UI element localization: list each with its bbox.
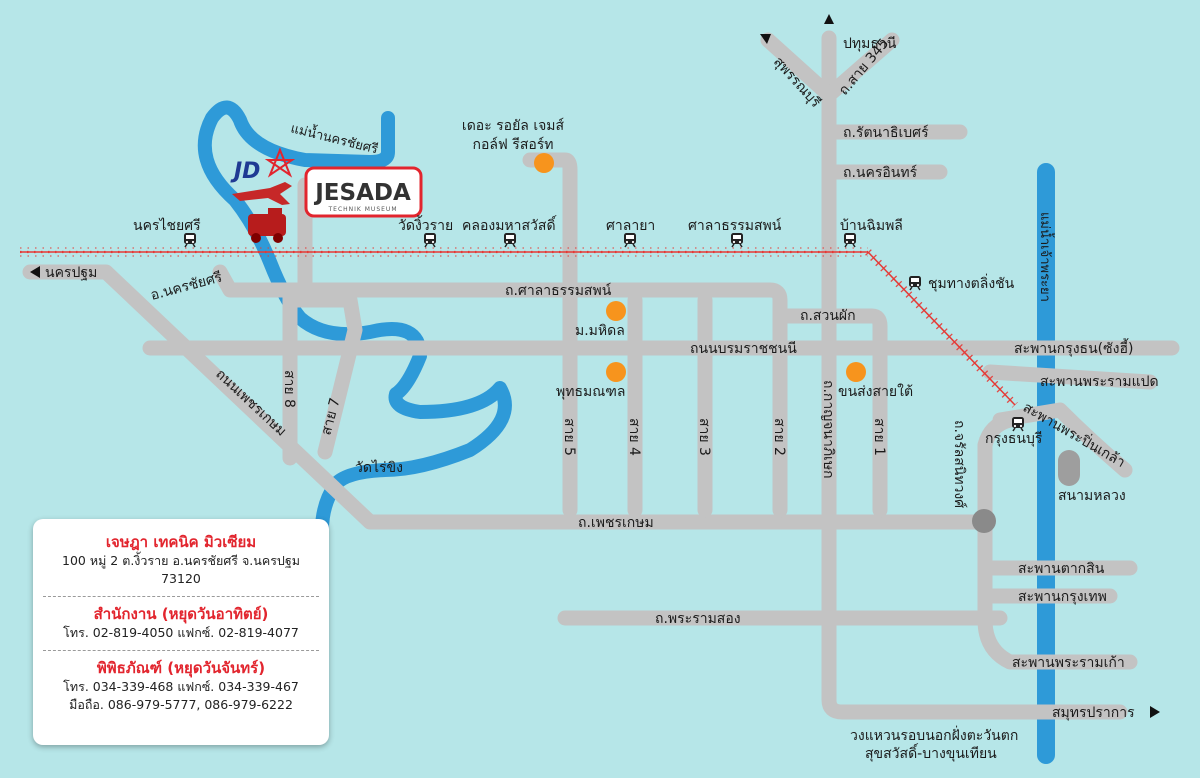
label-road-phetkasem-diag: ถนนเพชรเกษม bbox=[212, 366, 289, 439]
museum-title: พิพิธภัณฑ์ (หยุดวันจันทร์) bbox=[96, 659, 266, 677]
label-soi-2: สาย 2 bbox=[771, 418, 787, 456]
museum-mobile: มือถือ. 086-979-5777, 086-979-6222 bbox=[69, 697, 293, 712]
office-info-section: สำนักงาน (หยุดวันอาทิตย์) โทร. 02-819-40… bbox=[43, 596, 319, 650]
label-soi-5: สาย 5 bbox=[561, 418, 577, 456]
museum-info-section: เจษฎา เทคนิค มิวเซียม 100 หมู่ 2 ต.งิ้วร… bbox=[43, 529, 319, 596]
label-southern-bus: ขนส่งสายใต้ bbox=[838, 383, 913, 400]
label-mahidol: ม.มหิดล bbox=[575, 323, 625, 339]
jd-logo: JD bbox=[230, 147, 296, 184]
label-sanam-luang: สนามหลวง bbox=[1058, 488, 1126, 504]
label-royal-gems-2: กอล์ฟ รีสอร์ท bbox=[472, 136, 553, 153]
label-wat-rai-khing: วัดไร่ขิง bbox=[355, 459, 403, 476]
label-soi-8: สาย 8 bbox=[281, 370, 297, 408]
label-nakhon-in: ถ.นครอินทร์ bbox=[843, 164, 918, 181]
label-khlong-maha-sawat: คลองมหาสวัสดิ์ bbox=[462, 215, 557, 234]
sanam-luang-marker bbox=[1058, 450, 1080, 486]
arrow-left-icon bbox=[30, 266, 40, 278]
label-rama2: ถ.พระรามสอง bbox=[655, 611, 741, 627]
label-kanchanaphisek: ถ.กาญจนาภิเษก bbox=[820, 380, 836, 479]
jd-logo-text: JD bbox=[230, 159, 260, 184]
label-nakhon-pathom: นครปฐม bbox=[45, 265, 97, 281]
label-outer-ring: วงแหวนรอบนอกฝั่งตะวันตก bbox=[850, 726, 1018, 744]
label-pathum-thani: ปทุมธานี bbox=[843, 36, 897, 52]
train-icon bbox=[623, 232, 637, 248]
label-borommaratchachonnani: ถนนบรมราชชนนี bbox=[690, 341, 797, 357]
railway-line bbox=[20, 247, 1018, 408]
label-rama8-bridge: สะพานพระรามแปด bbox=[1040, 374, 1159, 390]
label-wat-ngio-rai: วัดงิ้วราย bbox=[398, 215, 453, 234]
label-soi-4: สาย 4 bbox=[626, 418, 642, 456]
museum-phone: โทร. 034-339-468 แฟกซ์. 034-339-467 bbox=[63, 679, 299, 694]
jesada-logo-subtext: TECHNIK MUSEUM bbox=[328, 206, 398, 213]
label-charan: ถ.จรัลสนิทวงศ์ bbox=[951, 420, 968, 508]
label-nakhon-chai-si: นครไชยศรี bbox=[133, 217, 201, 234]
label-soi-3: สาย 3 bbox=[696, 418, 712, 456]
label-thonburi: กรุงธนบุรี bbox=[985, 431, 1043, 447]
label-taksin-bridge: สะพานตากสิน bbox=[1018, 561, 1105, 577]
label-samut-prakan: สมุทรปราการ bbox=[1052, 705, 1135, 721]
label-road-sala-thammasop: ถ.ศาลาธรรมสพน์ bbox=[505, 282, 612, 299]
train-icon bbox=[183, 232, 197, 248]
label-river-nakhon-chai-si: แม่น้ำนครชัยศรี bbox=[289, 118, 380, 157]
label-krungthon-bridge: สะพานกรุงธน(ซังฮี้) bbox=[1014, 338, 1133, 357]
train-icon bbox=[843, 232, 857, 248]
label-royal-gems: เดอะ รอยัล เจมส์ bbox=[462, 117, 565, 134]
label-suan-phak: ถ.สวนผัก bbox=[800, 308, 856, 324]
label-amphoe-nakhon-chai-si: อ.นครชัยศรี bbox=[149, 269, 225, 304]
label-phetkasem: ถ.เพชรเกษม bbox=[578, 515, 654, 531]
museum-contact-section: พิพิธภัณฑ์ (หยุดวันจันทร์) โทร. 034-339-… bbox=[43, 650, 319, 722]
locomotive-icon bbox=[248, 208, 286, 243]
contact-info-panel: เจษฎา เทคนิค มิวเซียม 100 หมู่ 2 ต.งิ้วร… bbox=[33, 519, 329, 745]
road-network bbox=[22, 30, 1180, 720]
southern-bus-marker bbox=[846, 362, 866, 382]
arrow-upleft-icon bbox=[760, 34, 771, 44]
label-river-chao-phraya: แม่น้ำเจ้าพระยา bbox=[1037, 212, 1055, 302]
museum-name: เจษฎา เทคนิค มิวเซียม bbox=[105, 533, 257, 551]
label-rattanathibet: ถ.รัตนาธิเบศร์ bbox=[843, 124, 929, 141]
royal-gems-marker bbox=[534, 153, 554, 173]
jesada-logo: JESADA TECHNIK MUSEUM bbox=[304, 166, 423, 218]
phutthamonthon-marker bbox=[606, 362, 626, 382]
river-nakhon-chai-si-path bbox=[197, 100, 512, 537]
label-ban-chimphli: บ้านฉิมพลี bbox=[840, 218, 903, 234]
label-taling-chan: ชุมทางตลิ่งชัน bbox=[928, 274, 1015, 292]
train-icon bbox=[908, 275, 922, 291]
office-phone: โทร. 02-819-4050 แฟกซ์. 02-819-4077 bbox=[63, 625, 299, 640]
label-sala-ya: ศาลายา bbox=[606, 218, 655, 234]
train-icon bbox=[1011, 416, 1025, 432]
train-icon bbox=[730, 232, 744, 248]
mahidol-marker bbox=[606, 301, 626, 321]
label-krungthep-bridge: สะพานกรุงเทพ bbox=[1018, 589, 1107, 605]
arrow-right-icon bbox=[1150, 706, 1160, 718]
jesada-logo-text: JESADA bbox=[313, 180, 411, 206]
airplane-icon bbox=[232, 182, 292, 205]
label-sala-thammasop: ศาลาธรรมสพน์ bbox=[688, 217, 782, 234]
train-icon bbox=[503, 232, 517, 248]
arrow-up-icon bbox=[824, 14, 834, 24]
label-outer-ring-2: สุขสวัสดิ์-บางขุนเทียน bbox=[865, 743, 997, 762]
museum-address: 100 หมู่ 2 ต.งิ้วราย อ.นครชัยศรี จ.นครปฐ… bbox=[62, 553, 300, 586]
junction-marker bbox=[972, 509, 996, 533]
label-soi-1: สาย 1 bbox=[871, 418, 887, 456]
train-icon bbox=[423, 232, 437, 248]
office-title: สำนักงาน (หยุดวันอาทิตย์) bbox=[93, 605, 269, 623]
label-rama9-bridge: สะพานพระรามเก้า bbox=[1012, 655, 1125, 671]
label-phutthamonthon: พุทธมณฑล bbox=[556, 384, 625, 400]
